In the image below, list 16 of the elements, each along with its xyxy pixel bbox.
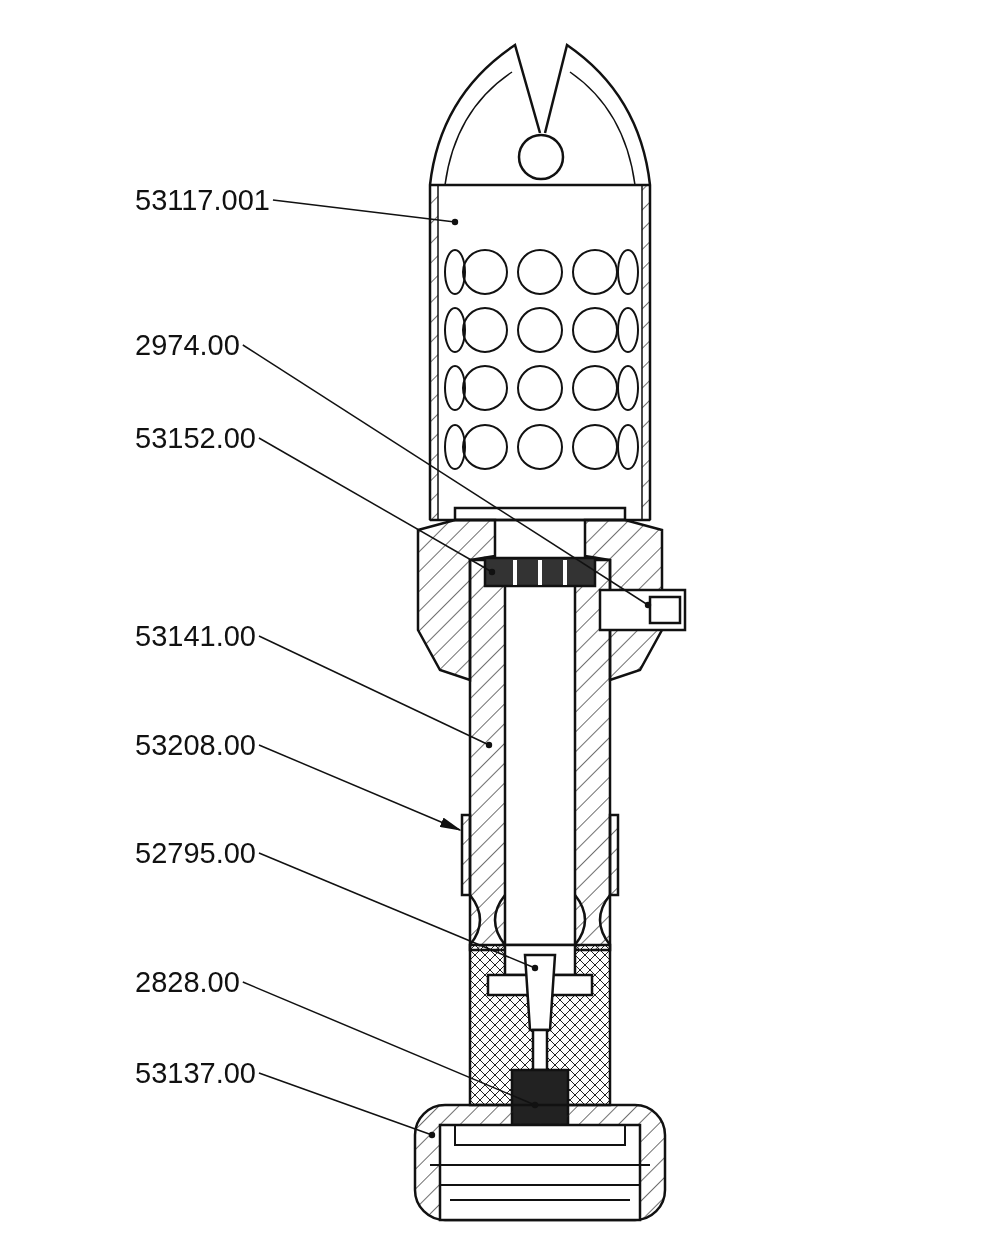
- leader-line: [242, 344, 652, 609]
- part-number: 53117.001: [135, 184, 270, 216]
- leader-line: [258, 1072, 436, 1139]
- leader-line: [242, 981, 539, 1109]
- part-number: 53141.00: [135, 620, 256, 652]
- part-number: 53152.00: [135, 422, 256, 454]
- part-number: 2974.00: [135, 329, 240, 361]
- part-number: 2828.00: [135, 966, 240, 998]
- leader-line: [258, 437, 496, 576]
- part-number: 53208.00: [135, 729, 256, 761]
- leader-line: [272, 199, 459, 226]
- part-number: 53137.00: [135, 1057, 256, 1089]
- leader-line: [258, 744, 462, 831]
- leader-line: [258, 635, 493, 749]
- leader-line: [258, 852, 539, 972]
- part-number: 52795.00: [135, 837, 256, 869]
